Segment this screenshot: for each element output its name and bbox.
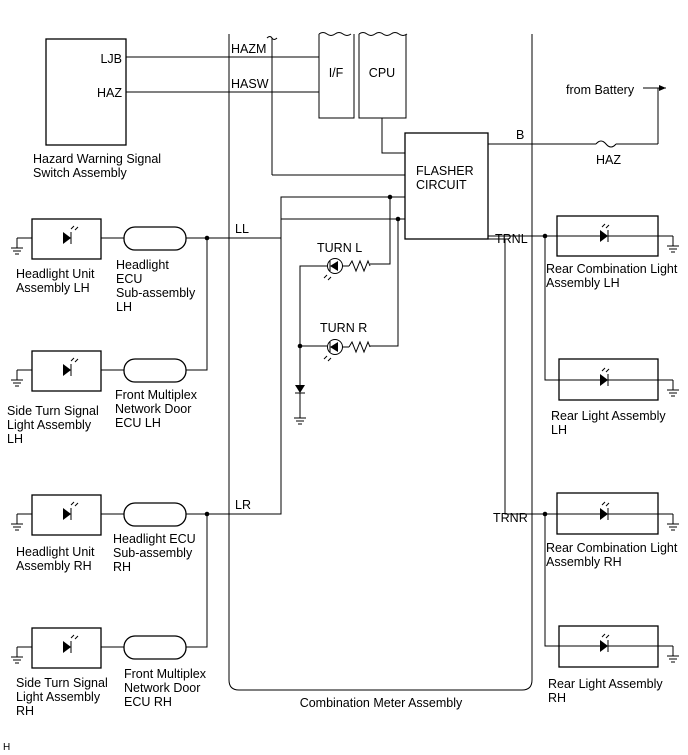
turn-r-indicator-icon (323, 339, 343, 362)
pin-haz-label: HAZ (97, 86, 122, 100)
label-rear-light-lh-1: Rear Light Assembly (551, 409, 666, 423)
label-headlight-ecu-rh-3: RH (113, 560, 131, 574)
hazard-switch-box (45, 38, 127, 146)
terminal-hazm: HAZM (231, 42, 266, 56)
terminal-lr: LR (235, 498, 251, 512)
label-side-turn-lh-2: Light Assembly (7, 418, 92, 432)
wire-lr (207, 196, 390, 515)
headlight-unit-lh (17, 218, 124, 260)
side-turn-light-lh (17, 350, 124, 392)
turn-l-indicator-icon (323, 258, 343, 281)
label-rear-light-rh-2: RH (548, 691, 566, 705)
diode-icon (295, 385, 305, 393)
hazard-switch-name-1: Hazard Warning Signal (33, 152, 161, 166)
hazard-switch-name-2: Switch Assembly (33, 166, 128, 180)
label-front-multiplex-rh-1: Front Multiplex (124, 667, 207, 681)
ground-icon (11, 238, 23, 255)
ground-icon (11, 370, 23, 387)
headlight-ecu-lh (123, 226, 187, 251)
label-side-turn-rh-3: RH (16, 704, 34, 718)
label-headlight-ecu-rh-1: Headlight ECU (113, 532, 196, 546)
label-headlight-ecu-lh-1: Headlight (116, 258, 169, 272)
combination-meter-outline (228, 34, 533, 691)
label-rear-light-lh-2: LH (551, 423, 567, 437)
battery-arrow-head (659, 85, 666, 91)
wire (544, 236, 559, 381)
if-break-mark (318, 32, 352, 36)
ground-icon (11, 647, 23, 664)
junction (297, 343, 303, 349)
wire-turn-r (370, 219, 399, 347)
label-rear-combination-lh-2: Assembly LH (546, 276, 620, 290)
wire (186, 238, 208, 371)
label-rear-combination-lh-1: Rear Combination Light (546, 262, 678, 276)
label-front-multiplex-lh-2: Network Door (115, 402, 191, 416)
label-headlight-ecu-rh-2: Sub-assembly (113, 546, 193, 560)
terminal-trnl: TRNL (495, 232, 528, 246)
flasher-label-2: CIRCUIT (416, 178, 467, 192)
label-side-turn-lh-1: Side Turn Signal (7, 404, 99, 418)
label-rear-combination-rh-2: Assembly RH (546, 555, 622, 569)
wire-turn-l (370, 197, 391, 265)
label-front-multiplex-rh-3: ECU RH (124, 695, 172, 709)
label-side-turn-lh-3: LH (7, 432, 23, 446)
flasher-circuit (404, 132, 489, 240)
rear-light-rh (558, 625, 679, 668)
if-block (318, 34, 355, 119)
flasher-label-1: FLASHER (416, 164, 474, 178)
label-rear-combination-rh-1: Rear Combination Light (546, 541, 678, 555)
cpu-break-mark (358, 32, 408, 36)
front-multiplex-rh (123, 635, 187, 660)
label-headlight-ecu-lh-4: LH (116, 300, 132, 314)
wire-cpu-to-flasher (381, 118, 405, 154)
rear-combination-light-rh (556, 492, 679, 535)
label-headlight-unit-lh-1: Headlight Unit (16, 267, 95, 281)
terminal-trnr: TRNR (493, 511, 528, 525)
ground-icon (294, 417, 306, 425)
terminal-b: B (516, 128, 524, 142)
battery-label: from Battery (566, 83, 635, 97)
label-side-turn-rh-2: Light Assembly (16, 690, 101, 704)
terminal-ll: LL (235, 222, 249, 236)
wire (186, 514, 208, 648)
label-rear-light-rh-1: Rear Light Assembly (548, 677, 663, 691)
rear-light-lh (558, 358, 679, 401)
label-headlight-unit-rh-1: Headlight Unit (16, 545, 95, 559)
ground-icon (11, 514, 23, 531)
front-multiplex-lh (123, 358, 187, 383)
combination-meter-name: Combination Meter Assembly (300, 696, 463, 710)
headlight-unit-rh (17, 494, 124, 536)
turn-l-label: TURN L (317, 241, 362, 255)
turn-r-label: TURN R (320, 321, 367, 335)
label-headlight-unit-lh-2: Assembly LH (16, 281, 90, 295)
rear-combination-light-lh (556, 215, 679, 257)
resistor-turn-l (348, 259, 371, 273)
label-headlight-ecu-lh-3: Sub-assembly (116, 286, 196, 300)
label-side-turn-rh-1: Side Turn Signal (16, 676, 108, 690)
if-label: I/F (329, 66, 344, 80)
terminal-hasw: HASW (231, 77, 269, 91)
fuse-label: HAZ (596, 153, 621, 167)
side-turn-light-rh (17, 627, 124, 669)
wire (544, 514, 559, 647)
fuse-haz (595, 140, 617, 148)
resistor-turn-r (348, 340, 371, 354)
wire-trnr-feed (488, 238, 557, 515)
cpu-label: CPU (369, 66, 395, 80)
label-front-multiplex-rh-2: Network Door (124, 681, 200, 695)
label-front-multiplex-lh-1: Front Multiplex (115, 388, 198, 402)
label-headlight-unit-rh-2: Assembly RH (16, 559, 92, 573)
label-front-multiplex-lh-3: ECU LH (115, 416, 161, 430)
corner-mark: H (3, 742, 10, 753)
headlight-ecu-rh (123, 502, 187, 527)
pin-ljb-label: LJB (100, 52, 122, 66)
label-headlight-ecu-lh-2: ECU (116, 272, 142, 286)
